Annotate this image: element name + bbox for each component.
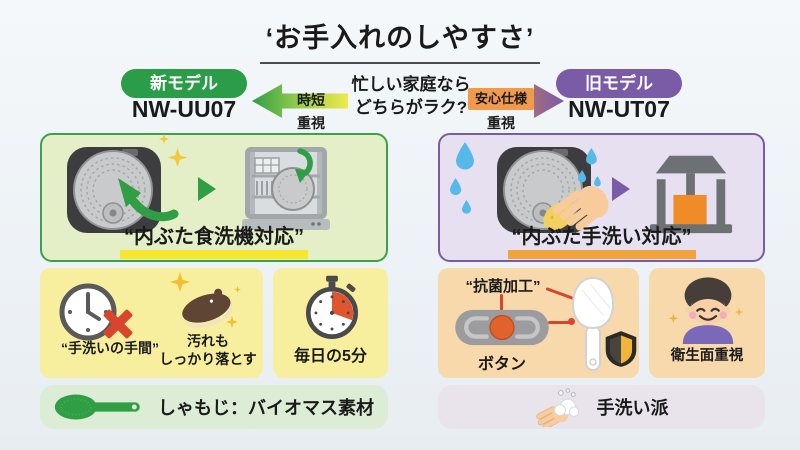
shamoji-footer: しゃもじ：バイオマス素材	[40, 385, 388, 429]
dirt-removal-label: 汚れも しっかり落とす	[156, 332, 260, 368]
hygiene-label: 衛生面重視	[670, 348, 744, 364]
right-feature-title: “内ぶた手洗い対応”	[448, 226, 755, 259]
left-arrow-label: 時短	[297, 92, 325, 108]
splash-drops-icon	[578, 148, 601, 187]
right-feature-title-text: “内ぶた手洗い対応”	[507, 226, 696, 259]
handwash-footer-label: 手洗い派	[596, 398, 669, 418]
sponge-sparkle-icon	[170, 272, 241, 328]
question-line-2: どちらがラク?	[354, 98, 468, 117]
handwash-effort-label: “手洗いの手間”	[61, 340, 159, 356]
new-model-name: NW-UU07	[131, 96, 237, 122]
handwash-footer: 手洗い派	[438, 385, 765, 429]
left-arrow-sublabel: 重視	[297, 115, 325, 131]
connector-line-vertical	[500, 294, 503, 314]
page-title-text: ‘お手入れのしやすさ’	[259, 16, 541, 64]
control-panel-icon	[455, 309, 549, 346]
old-model-name: NW-UT07	[568, 96, 670, 122]
shamoji-label: しゃもじ：バイオマス素材	[158, 398, 374, 418]
shamoji-icon	[54, 394, 140, 420]
arrow-right-icon	[198, 177, 216, 201]
sparkle-icon	[159, 134, 187, 167]
question-line-1: 忙しい家庭なら	[351, 75, 471, 94]
question-text: 忙しい家庭なら どちらがラク?	[350, 73, 472, 119]
daily-5min-label: 毎日の5分	[294, 348, 367, 365]
button-label: ボタン	[477, 356, 526, 373]
left-feature-title: “内ぶた食洗機対応”	[50, 226, 378, 259]
curved-arrow-icon	[118, 178, 179, 222]
old-model-badge: 旧モデル	[556, 69, 682, 98]
right-arrow-label: 安心仕様	[468, 88, 534, 110]
new-model-badge-label: 新モデル	[150, 74, 218, 93]
drying-stand-icon	[649, 155, 733, 234]
page-title: ‘お手入れのしやすさ’	[0, 16, 800, 64]
dishwasher-icon	[242, 147, 330, 230]
arrow-right-icon	[612, 177, 630, 201]
left-arrow-icon	[252, 84, 348, 118]
old-model-badge-label: 旧モデル	[585, 74, 653, 93]
connector-line-horizontal	[548, 321, 572, 324]
new-model-badge: 新モデル	[121, 69, 247, 98]
shield-icon	[605, 331, 637, 367]
connector-dot	[568, 318, 575, 325]
rice-paddle-icon	[571, 276, 615, 371]
water-drops-icon	[450, 142, 474, 214]
handwash-hands-icon	[535, 388, 579, 427]
right-arrow-sublabel: 重視	[487, 115, 515, 131]
dirt-removal-line1: 汚れも	[187, 333, 229, 349]
stopwatch-icon	[305, 275, 359, 339]
dirt-removal-line2: しっかり落とす	[159, 351, 257, 367]
left-feature-title-text: “内ぶた食洗機対応”	[120, 226, 308, 259]
boy-face-icon	[668, 277, 744, 344]
hand-sponge-icon	[543, 185, 609, 231]
clock-x-icon	[59, 283, 133, 341]
antibacterial-label: “抗菌加工”	[465, 278, 541, 295]
